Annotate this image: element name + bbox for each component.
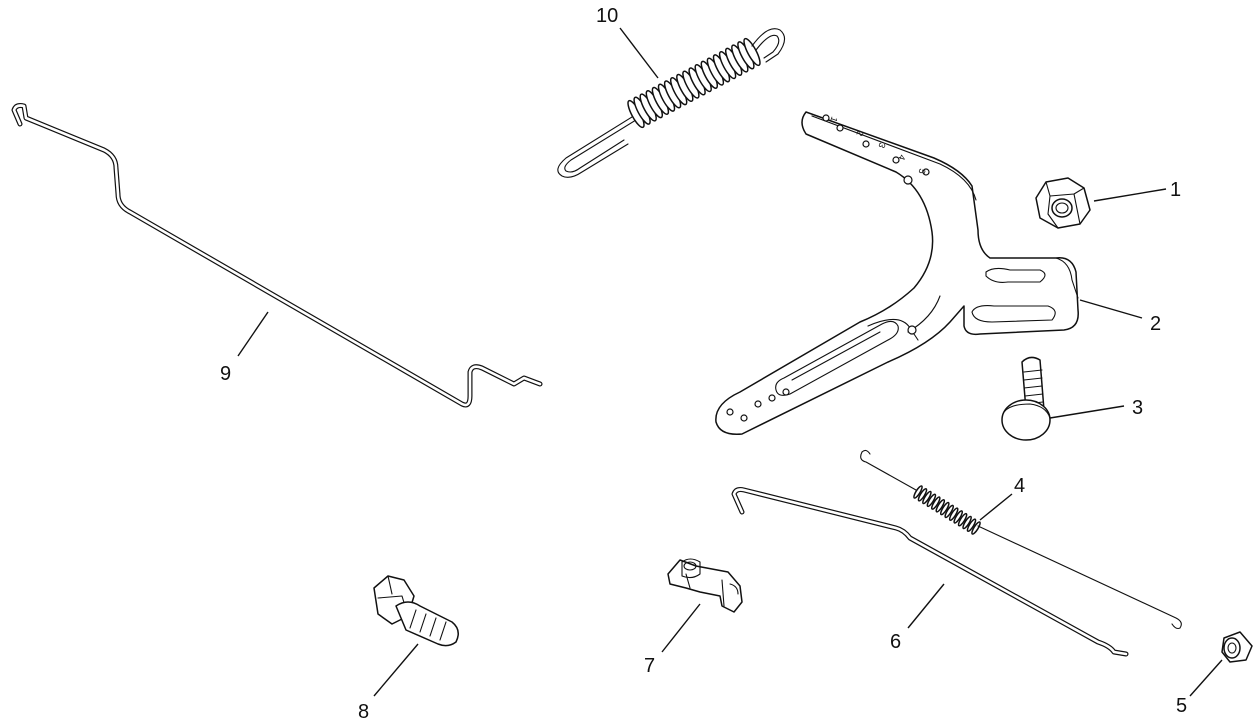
spring-coil (953, 510, 964, 524)
extension-spring-part-10 (557, 28, 786, 178)
leader-9 (237, 311, 269, 357)
spring-coil (966, 518, 977, 532)
callout-10: 10 (596, 5, 618, 27)
spring-coil (917, 488, 928, 502)
cable-clip-part-7 (667, 558, 743, 613)
extension-spring-part-4 (860, 449, 1182, 630)
control-bracket-part-2: 1 2 3 4 5 (715, 111, 1079, 435)
callout-2: 2 (1150, 313, 1161, 335)
rod-part-9 (11, 103, 543, 408)
spring-coil (962, 515, 972, 530)
leader-1 (1093, 188, 1167, 202)
callout-9: 9 (220, 363, 231, 385)
rod-part-6 (731, 487, 1129, 657)
leader-6 (907, 583, 945, 629)
spring-coil (971, 521, 981, 535)
spring-coil (922, 490, 932, 505)
spring-coil (939, 501, 950, 516)
spring-coil (944, 504, 955, 519)
spring-coil (957, 512, 968, 527)
leader-7 (661, 603, 701, 653)
bracket-mark: 3 (876, 141, 887, 149)
callout-1: 1 (1170, 179, 1181, 201)
leader-10 (619, 27, 659, 79)
leader-3 (1049, 405, 1125, 419)
spring-coil (930, 496, 941, 510)
bracket-mark: 4 (896, 153, 907, 161)
spring-coil (948, 507, 959, 521)
bushing-part-5 (1221, 631, 1253, 663)
callout-3: 3 (1132, 397, 1143, 419)
spring-coil (913, 485, 923, 499)
flange-nut-part-1 (1035, 177, 1091, 229)
callout-6: 6 (890, 631, 901, 653)
flange-bolt-part-8 (373, 575, 459, 647)
callout-labels: 1 2 3 4 5 6 7 8 9 10 (220, 5, 1187, 723)
leader-5 (1189, 659, 1223, 697)
leader-lines (237, 27, 1223, 697)
callout-7: 7 (644, 655, 655, 677)
callout-5: 5 (1176, 695, 1187, 717)
callout-8: 8 (358, 701, 369, 723)
spring-coil (926, 493, 937, 508)
spring-coil (935, 499, 946, 513)
leader-4 (979, 493, 1013, 521)
leader-8 (373, 643, 419, 697)
carriage-bolt-part-3 (1001, 356, 1051, 441)
bracket-mark: 5 (916, 167, 927, 175)
callout-4: 4 (1014, 475, 1025, 497)
leader-2 (1079, 299, 1143, 319)
bracket-mark: 1 (828, 115, 839, 123)
bracket-mark: 2 (854, 129, 865, 137)
